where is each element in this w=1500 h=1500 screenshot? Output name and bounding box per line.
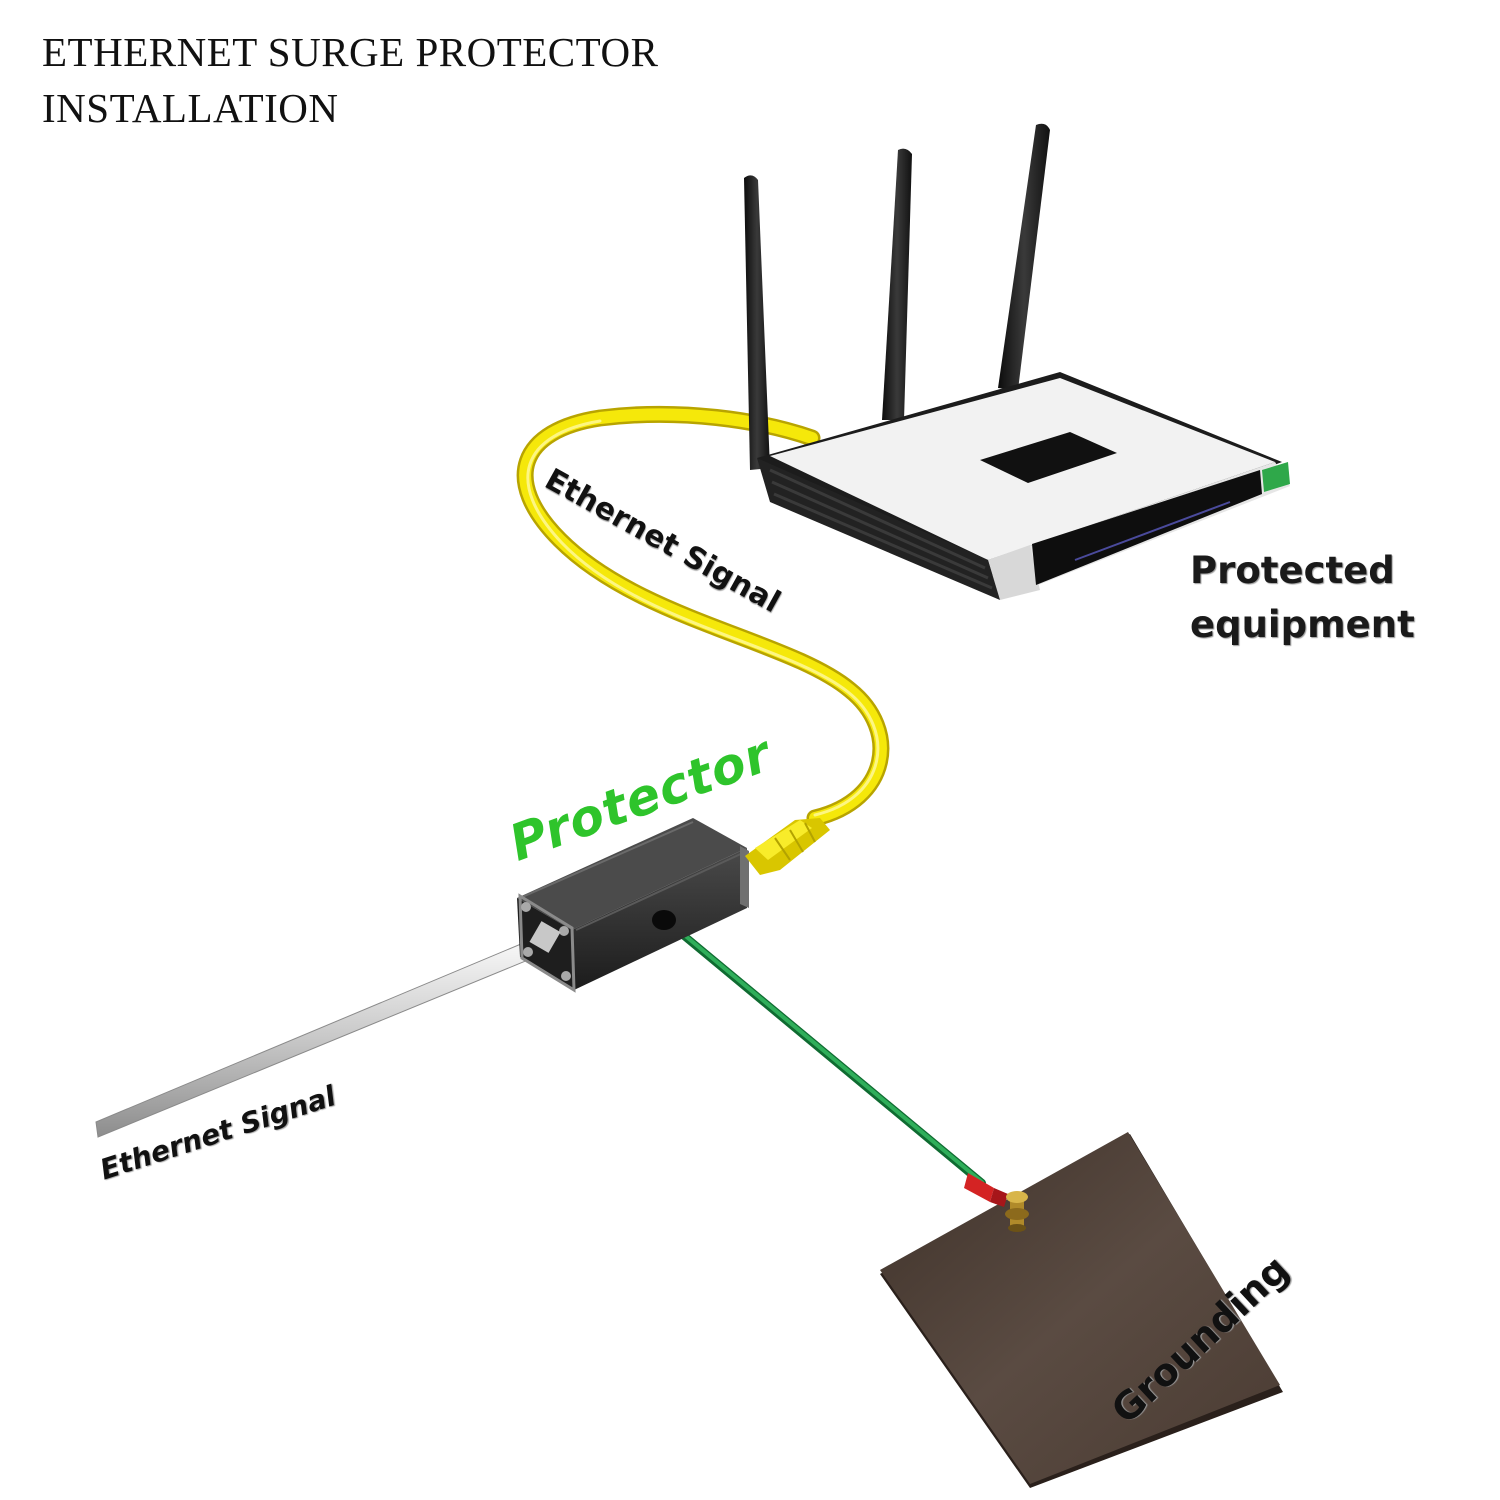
wireless-router-icon [744, 123, 1290, 600]
grounding-plate-icon [880, 1132, 1283, 1488]
diagram-title-line-2: INSTALLATION [42, 85, 339, 131]
ground-wire [661, 916, 986, 1187]
surge-protector-icon [517, 818, 830, 993]
protected-equipment-label: Protected equipment [1190, 544, 1415, 651]
protected-label-line-2: equipment [1190, 602, 1415, 646]
protected-label-line-1: Protected [1190, 549, 1395, 592]
diagram-title-line-1: ETHERNET SURGE PROTECTOR [42, 29, 659, 75]
yellow-ethernet-cable [516, 405, 890, 827]
